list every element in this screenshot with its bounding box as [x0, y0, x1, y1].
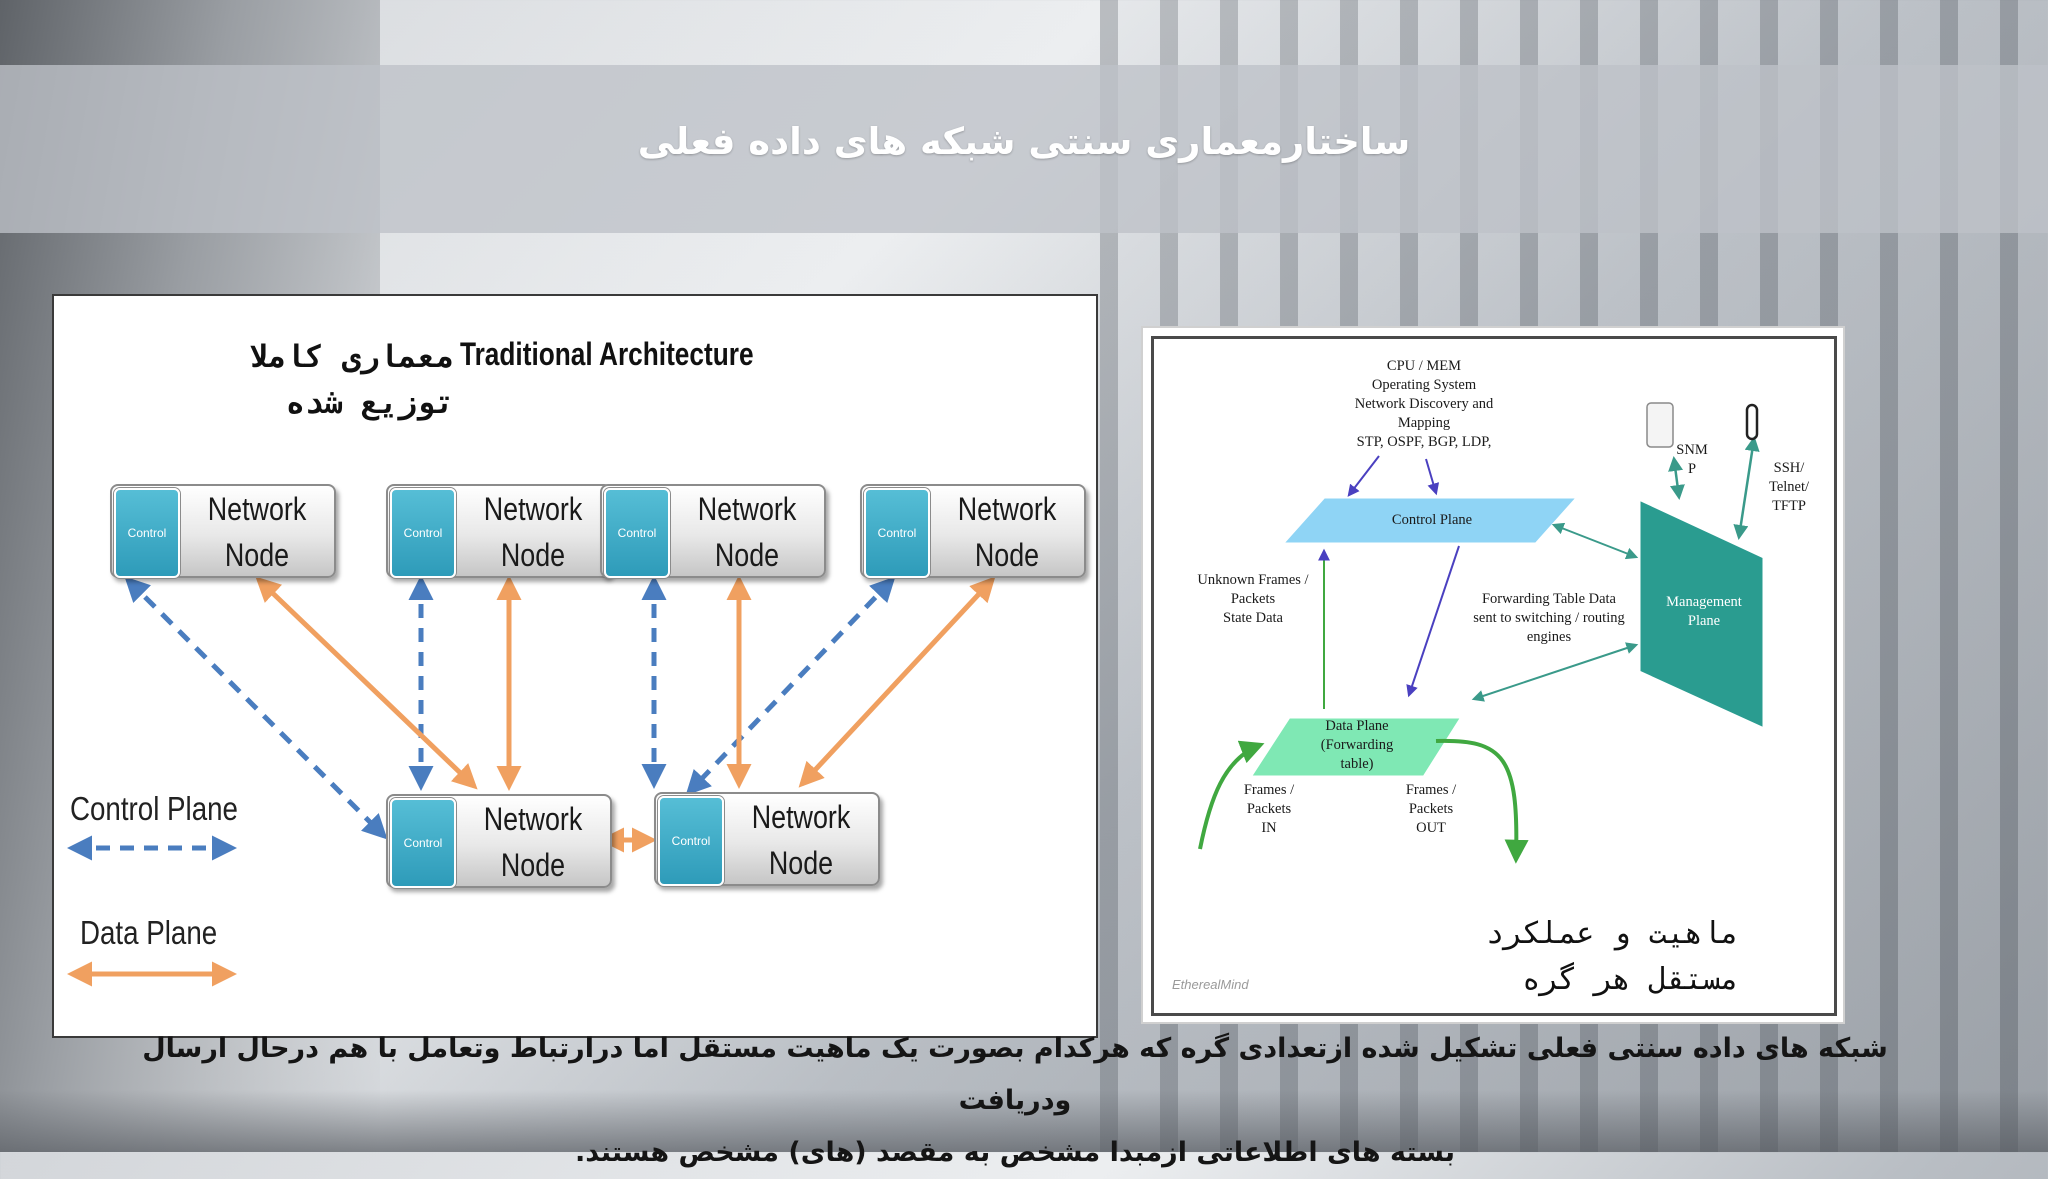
terminal-icon: [1745, 403, 1759, 441]
node-control-box: Control: [864, 488, 930, 578]
slide-body-text: شبکه های داده سنتی فعلی تشکیل شده ازتعدا…: [142, 1033, 1888, 1168]
diagram-title-persian: معماری کاملا توزیع شده: [248, 339, 454, 421]
snmp-label: SNM P: [1676, 442, 1708, 477]
title-band: [0, 65, 2048, 233]
diagram-caption-persian: ماهیت و عملکرد مستقل هر گره: [1486, 916, 1739, 997]
legend-control-plane: Control Plane: [70, 790, 238, 827]
forwarding-table-label: Forwarding Table Data sent to switching …: [1473, 591, 1625, 645]
legend-data-plane: Data Plane: [80, 914, 218, 951]
server-icon: [1646, 402, 1674, 448]
diagram-title-latin: Traditional Architecture: [460, 336, 754, 372]
node-planes-diagram: CPU / MEM Operating System Network Disco…: [1141, 326, 1845, 1024]
ethereal-mind-logo: EtherealMind: [1172, 977, 1249, 992]
control-plane-shape: [1278, 495, 1582, 546]
arrow-top-to-control-1: [1347, 455, 1380, 497]
diagram-arrows: [67, 575, 996, 987]
node-control-box: Control: [390, 488, 456, 578]
arrow-ssh: [1733, 436, 1760, 540]
data-plane-label: Data Plane (Forwarding table): [1320, 718, 1394, 772]
node-control-box: Control: [390, 798, 456, 888]
node-control-box: Control: [114, 488, 180, 578]
traditional-architecture-diagram: Traditional Architecture معماری کاملا تو…: [52, 294, 1098, 1038]
frames-in-label: Frames / Packets IN: [1243, 782, 1295, 836]
arrow-data-management: [1471, 642, 1639, 702]
data-plane-shape: [1247, 715, 1465, 779]
node-control-box: Control: [658, 796, 724, 886]
arrow-frames-in: [1198, 740, 1265, 850]
slide-title: ساختارمعماری سنتی شبکه های داده فعلی: [637, 120, 1411, 163]
arrow-control-management: [1551, 522, 1639, 560]
data-arrow-4: [798, 576, 996, 788]
ssh-label: SSH/ Telnet/ TFTP: [1768, 460, 1810, 514]
management-plane-label: Management Plane: [1666, 594, 1742, 629]
top-description: CPU / MEM Operating System Network Disco…: [1354, 358, 1494, 450]
node-control-box: Control: [604, 488, 670, 578]
frames-out-label: Frames / Packets OUT: [1405, 782, 1457, 836]
arrow-snmp: [1668, 456, 1685, 500]
management-plane-shape: [1637, 496, 1766, 732]
arrow-frames-out: [1435, 738, 1529, 864]
arrow-top-to-control-2: [1425, 458, 1440, 496]
control-plane-label: Control Plane: [1391, 512, 1473, 528]
planes-shapes: [1198, 402, 1766, 864]
unknown-frames-label: Unknown Frames / Packets State Data: [1197, 572, 1309, 626]
data-arrow-1: [255, 576, 478, 790]
background-edge: [0, 1090, 2048, 1152]
control-arrow-4: [685, 576, 896, 796]
arrow-control-to-data: [1406, 545, 1460, 698]
